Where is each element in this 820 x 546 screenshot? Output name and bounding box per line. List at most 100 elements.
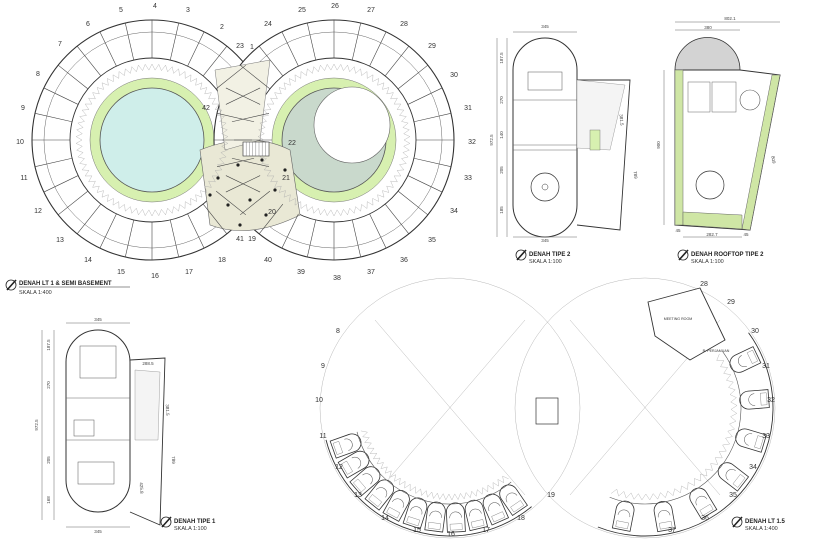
- grid-number-lt1: 22: [288, 140, 296, 147]
- grid-number-lt1: 2: [220, 24, 224, 31]
- grid-number-lt15: 31: [762, 363, 770, 370]
- grid-number-lt1: 23: [236, 43, 244, 50]
- floor-plan-tipe2: 345 345 972.5 187.5 270 140 205 185 381.…: [489, 24, 638, 243]
- room-label-meeting: MEETING ROOM: [664, 317, 693, 321]
- floor-plan-lt15: MEETING ROOM R. PERJAMUAN 89101112131415…: [315, 277, 776, 539]
- floor-plan-lt1: 1234567891011121314151617181920212223242…: [16, 3, 476, 282]
- grid-number-lt1: 39: [297, 269, 305, 276]
- grid-number-lt1: 6: [86, 21, 90, 28]
- grid-number-lt1: 15: [117, 269, 125, 276]
- north-arrow-icon: [160, 516, 172, 528]
- grid-number-lt1: 11: [20, 175, 27, 182]
- grid-number-lt15: 13: [354, 492, 362, 499]
- dim-tipe1-side: 789: [171, 456, 176, 464]
- title-rooftop-line2: SKALA 1:100: [691, 259, 724, 265]
- dim-rooftop-45b: 45: [743, 232, 749, 237]
- dim-tipe1-bottom-side: 425.8: [139, 482, 144, 494]
- grid-number-lt15: 29: [727, 299, 735, 306]
- grid-number-lt15: 35: [729, 492, 737, 499]
- title-lt1-line1: DENAH LT 1 & SEMI BASEMENT: [19, 281, 112, 287]
- title-tipe2-line1: DENAH TIPE 2: [529, 252, 571, 258]
- dim-rooftop-width: 380: [704, 25, 712, 30]
- grid-number-lt15: 15: [413, 527, 421, 534]
- grid-number-lt1: 31: [464, 105, 472, 112]
- title-lt1: DENAH LT 1 & SEMI BASEMENT SKALA 1:400: [5, 279, 130, 296]
- title-tipe2-line2: SKALA 1:100: [529, 259, 562, 265]
- grid-number-lt15: 19: [547, 492, 555, 499]
- grid-number-lt1: 12: [34, 208, 42, 215]
- grid-number-lt1: 32: [468, 139, 476, 146]
- grid-number-lt15: 32: [767, 397, 775, 404]
- grid-number-lt1: 3: [186, 7, 190, 14]
- dim-tipe1-seg3: 205: [46, 456, 51, 464]
- dim-tipe2-seg2: 270: [499, 96, 504, 104]
- grid-number-lt1: 42: [202, 105, 210, 112]
- title-lt15-line1: DENAH LT 1.5: [745, 519, 786, 525]
- grid-number-lt1: 10: [16, 139, 24, 146]
- dim-rooftop-height: 900: [656, 141, 661, 149]
- grid-number-lt1: 21: [282, 175, 290, 182]
- grid-number-lt15: 16: [447, 531, 455, 538]
- grid-number-lt1: 18: [218, 257, 226, 264]
- grid-number-lt1: 7: [58, 41, 62, 48]
- dim-tipe2-total: 972.5: [489, 134, 494, 146]
- dim-tipe2-side: 789: [633, 171, 639, 179]
- dim-rooftop-bottom: 282.7: [706, 232, 718, 237]
- title-tipe1-line2: SKALA 1:100: [174, 526, 207, 532]
- title-tipe1: DENAH TIPE 1 SKALA 1:100: [160, 516, 216, 532]
- dim-tipe2-seg3: 205: [499, 166, 504, 174]
- dim-tipe2-seg5: 185: [499, 206, 504, 214]
- title-tipe2: DENAH TIPE 2 SKALA 1:100: [515, 249, 571, 265]
- dim-tipe1-seg2: 270: [46, 381, 51, 389]
- title-lt1-line2: SKALA 1:400: [19, 290, 52, 296]
- grid-number-lt1: 34: [450, 208, 458, 215]
- grid-number-lt1: 19: [248, 236, 256, 243]
- title-tipe1-line1: DENAH TIPE 1: [174, 519, 216, 525]
- grid-number-lt1: 1: [250, 44, 254, 51]
- grid-number-lt1: 20: [268, 209, 276, 216]
- grid-number-lt15: 11: [319, 433, 326, 440]
- grid-number-lt15: 34: [749, 464, 757, 471]
- dim-rooftop-top: 802.1: [724, 16, 736, 21]
- dim-tipe1-seg4: 168: [46, 496, 51, 504]
- grid-number-lt1: 17: [185, 269, 193, 276]
- floor-plan-tipe1: 345 345 972.5 187.5 270 205 168 288.5 38…: [34, 317, 176, 534]
- dim-tipe2-diag: 381.5: [619, 114, 625, 126]
- grid-number-lt1: 13: [56, 237, 64, 244]
- title-lt15-line2: SKALA 1:400: [745, 526, 778, 532]
- grid-number-lt1: 35: [428, 237, 436, 244]
- grid-number-lt1: 30: [450, 72, 458, 79]
- title-rooftop-line1: DENAH ROOFTOP TIPE 2: [691, 252, 764, 258]
- grid-number-lt1: 29: [428, 43, 436, 50]
- north-arrow-icon: [731, 516, 743, 528]
- dome: [674, 37, 741, 71]
- grid-number-lt1: 25: [298, 7, 306, 14]
- grid-number-lt1: 27: [367, 7, 375, 14]
- north-arrow-icon: [677, 249, 689, 261]
- north-arrow-icon: [515, 249, 527, 261]
- dim-rooftop-diag: 809: [770, 156, 776, 165]
- spiral-stair: [530, 172, 560, 202]
- grid-number-lt1: 26: [331, 3, 339, 10]
- dim-tipe1-top: 288.5: [142, 361, 154, 366]
- grid-number-lt15: 10: [315, 397, 323, 404]
- grid-number-lt15: 18: [517, 515, 525, 522]
- grid-number-lt15: 33: [762, 433, 770, 440]
- dim-rooftop-45a: 45: [675, 228, 681, 233]
- dim-tipe1-total: 972.5: [34, 419, 39, 431]
- dim-tipe2-width: 345: [541, 24, 549, 29]
- dim-tipe2-seg4: 140: [499, 131, 504, 139]
- grid-number-lt1: 36: [400, 257, 408, 264]
- grid-number-lt15: 17: [482, 527, 490, 534]
- dim-tipe1-bottom: 345: [94, 529, 102, 534]
- dim-tipe1-seg1: 187.5: [46, 339, 51, 351]
- room-label-perjamuan: R. PERJAMUAN: [703, 349, 730, 353]
- grid-number-lt1: 5: [119, 7, 123, 14]
- grid-number-lt1: 9: [21, 105, 25, 112]
- grid-number-lt1: 4: [153, 3, 157, 10]
- grid-number-lt15: 14: [381, 515, 389, 522]
- grid-number-lt1: 33: [464, 175, 472, 182]
- grid-number-lt1: 24: [264, 21, 272, 28]
- grid-number-lt15: 12: [335, 464, 343, 471]
